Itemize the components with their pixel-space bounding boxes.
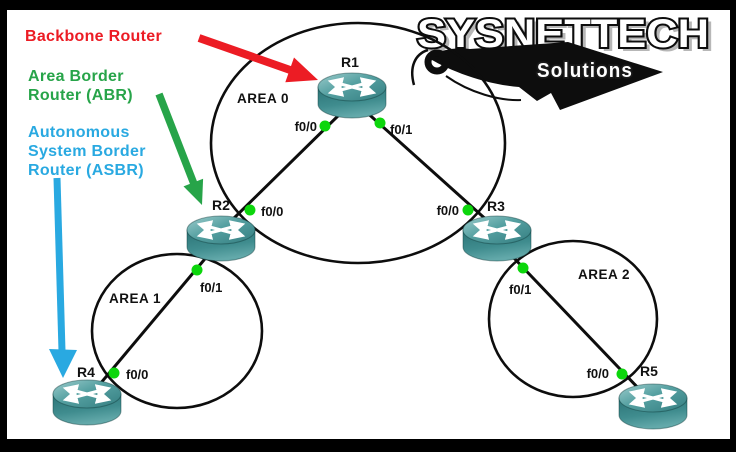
logo-arrow-swoosh xyxy=(427,42,663,110)
iface-label-r4-f00: f0/0 xyxy=(126,367,148,382)
router-icon-r4 xyxy=(53,380,121,425)
link-r2-r4 xyxy=(98,253,211,385)
backbone-router-label: Backbone Router xyxy=(25,28,162,45)
area0-boundary xyxy=(209,21,507,265)
interface-dot-r1-f00 xyxy=(319,120,331,132)
area-label-area1: AREA 1 xyxy=(109,291,161,306)
iface-label-r5-f00: f0/0 xyxy=(587,366,609,381)
abr-label-line2: Router (ABR) xyxy=(28,87,133,104)
interface-dot-r1-f01 xyxy=(374,117,386,129)
router-icon-r1 xyxy=(318,73,386,118)
router-label-r2: R2 xyxy=(212,197,230,213)
link-r3-r5 xyxy=(510,254,643,393)
asbr-label-line3: Router (ASBR) xyxy=(28,162,144,179)
abr-label-line1: Area Border xyxy=(28,68,124,85)
iface-label-r2-f00: f0/0 xyxy=(261,204,283,219)
router-icon-r5 xyxy=(619,384,687,429)
interface-dot-r2-f00 xyxy=(244,204,256,216)
router-label-r3: R3 xyxy=(487,198,505,214)
asbr-label-line2: System Border xyxy=(28,143,146,160)
iface-label-r3-f00: f0/0 xyxy=(437,203,459,218)
abr-arrow xyxy=(155,92,204,205)
logo-swoosh-curl xyxy=(424,49,450,75)
router-icon-r3 xyxy=(463,216,531,261)
logo-subtitle-text: Solutions xyxy=(537,60,633,82)
logo-swoosh-stroke xyxy=(445,75,522,102)
interface-dot-r3-f01 xyxy=(517,262,529,274)
interface-dot-r4-f00 xyxy=(108,367,120,379)
area-label-area0: AREA 0 xyxy=(237,91,289,106)
router-label-r1: R1 xyxy=(341,54,359,70)
area1-boundary xyxy=(90,252,264,410)
asbr-label-line1: Autonomous xyxy=(28,124,130,141)
iface-label-r2-f01: f0/1 xyxy=(200,280,222,295)
asbr-arrow xyxy=(49,177,77,378)
abr-label: Area Border Router (ABR) xyxy=(28,68,133,104)
iface-label-r1-f00: f0/0 xyxy=(295,119,317,134)
logo-swoosh-tail xyxy=(411,48,429,86)
router-label-r5: R5 xyxy=(640,363,658,379)
iface-label-r1-f01: f0/1 xyxy=(390,122,412,137)
asbr-label: Autonomous System Border Router (ASBR) xyxy=(28,124,146,179)
interface-dot-r2-f01 xyxy=(191,264,203,276)
area-label-area2: AREA 2 xyxy=(578,267,630,282)
router-icon-r2 xyxy=(187,216,255,261)
interface-dot-r5-f00 xyxy=(616,368,628,380)
link-r1-r3 xyxy=(361,107,492,225)
interface-dot-r3-f00 xyxy=(462,204,474,216)
backbone-router-arrow xyxy=(197,34,318,83)
iface-label-r3-f01: f0/1 xyxy=(509,282,531,297)
area2-boundary xyxy=(487,239,659,399)
logo: SYSNETTECH SYSNETTECH Solutions xyxy=(411,10,714,110)
router-label-r4: R4 xyxy=(77,364,95,380)
